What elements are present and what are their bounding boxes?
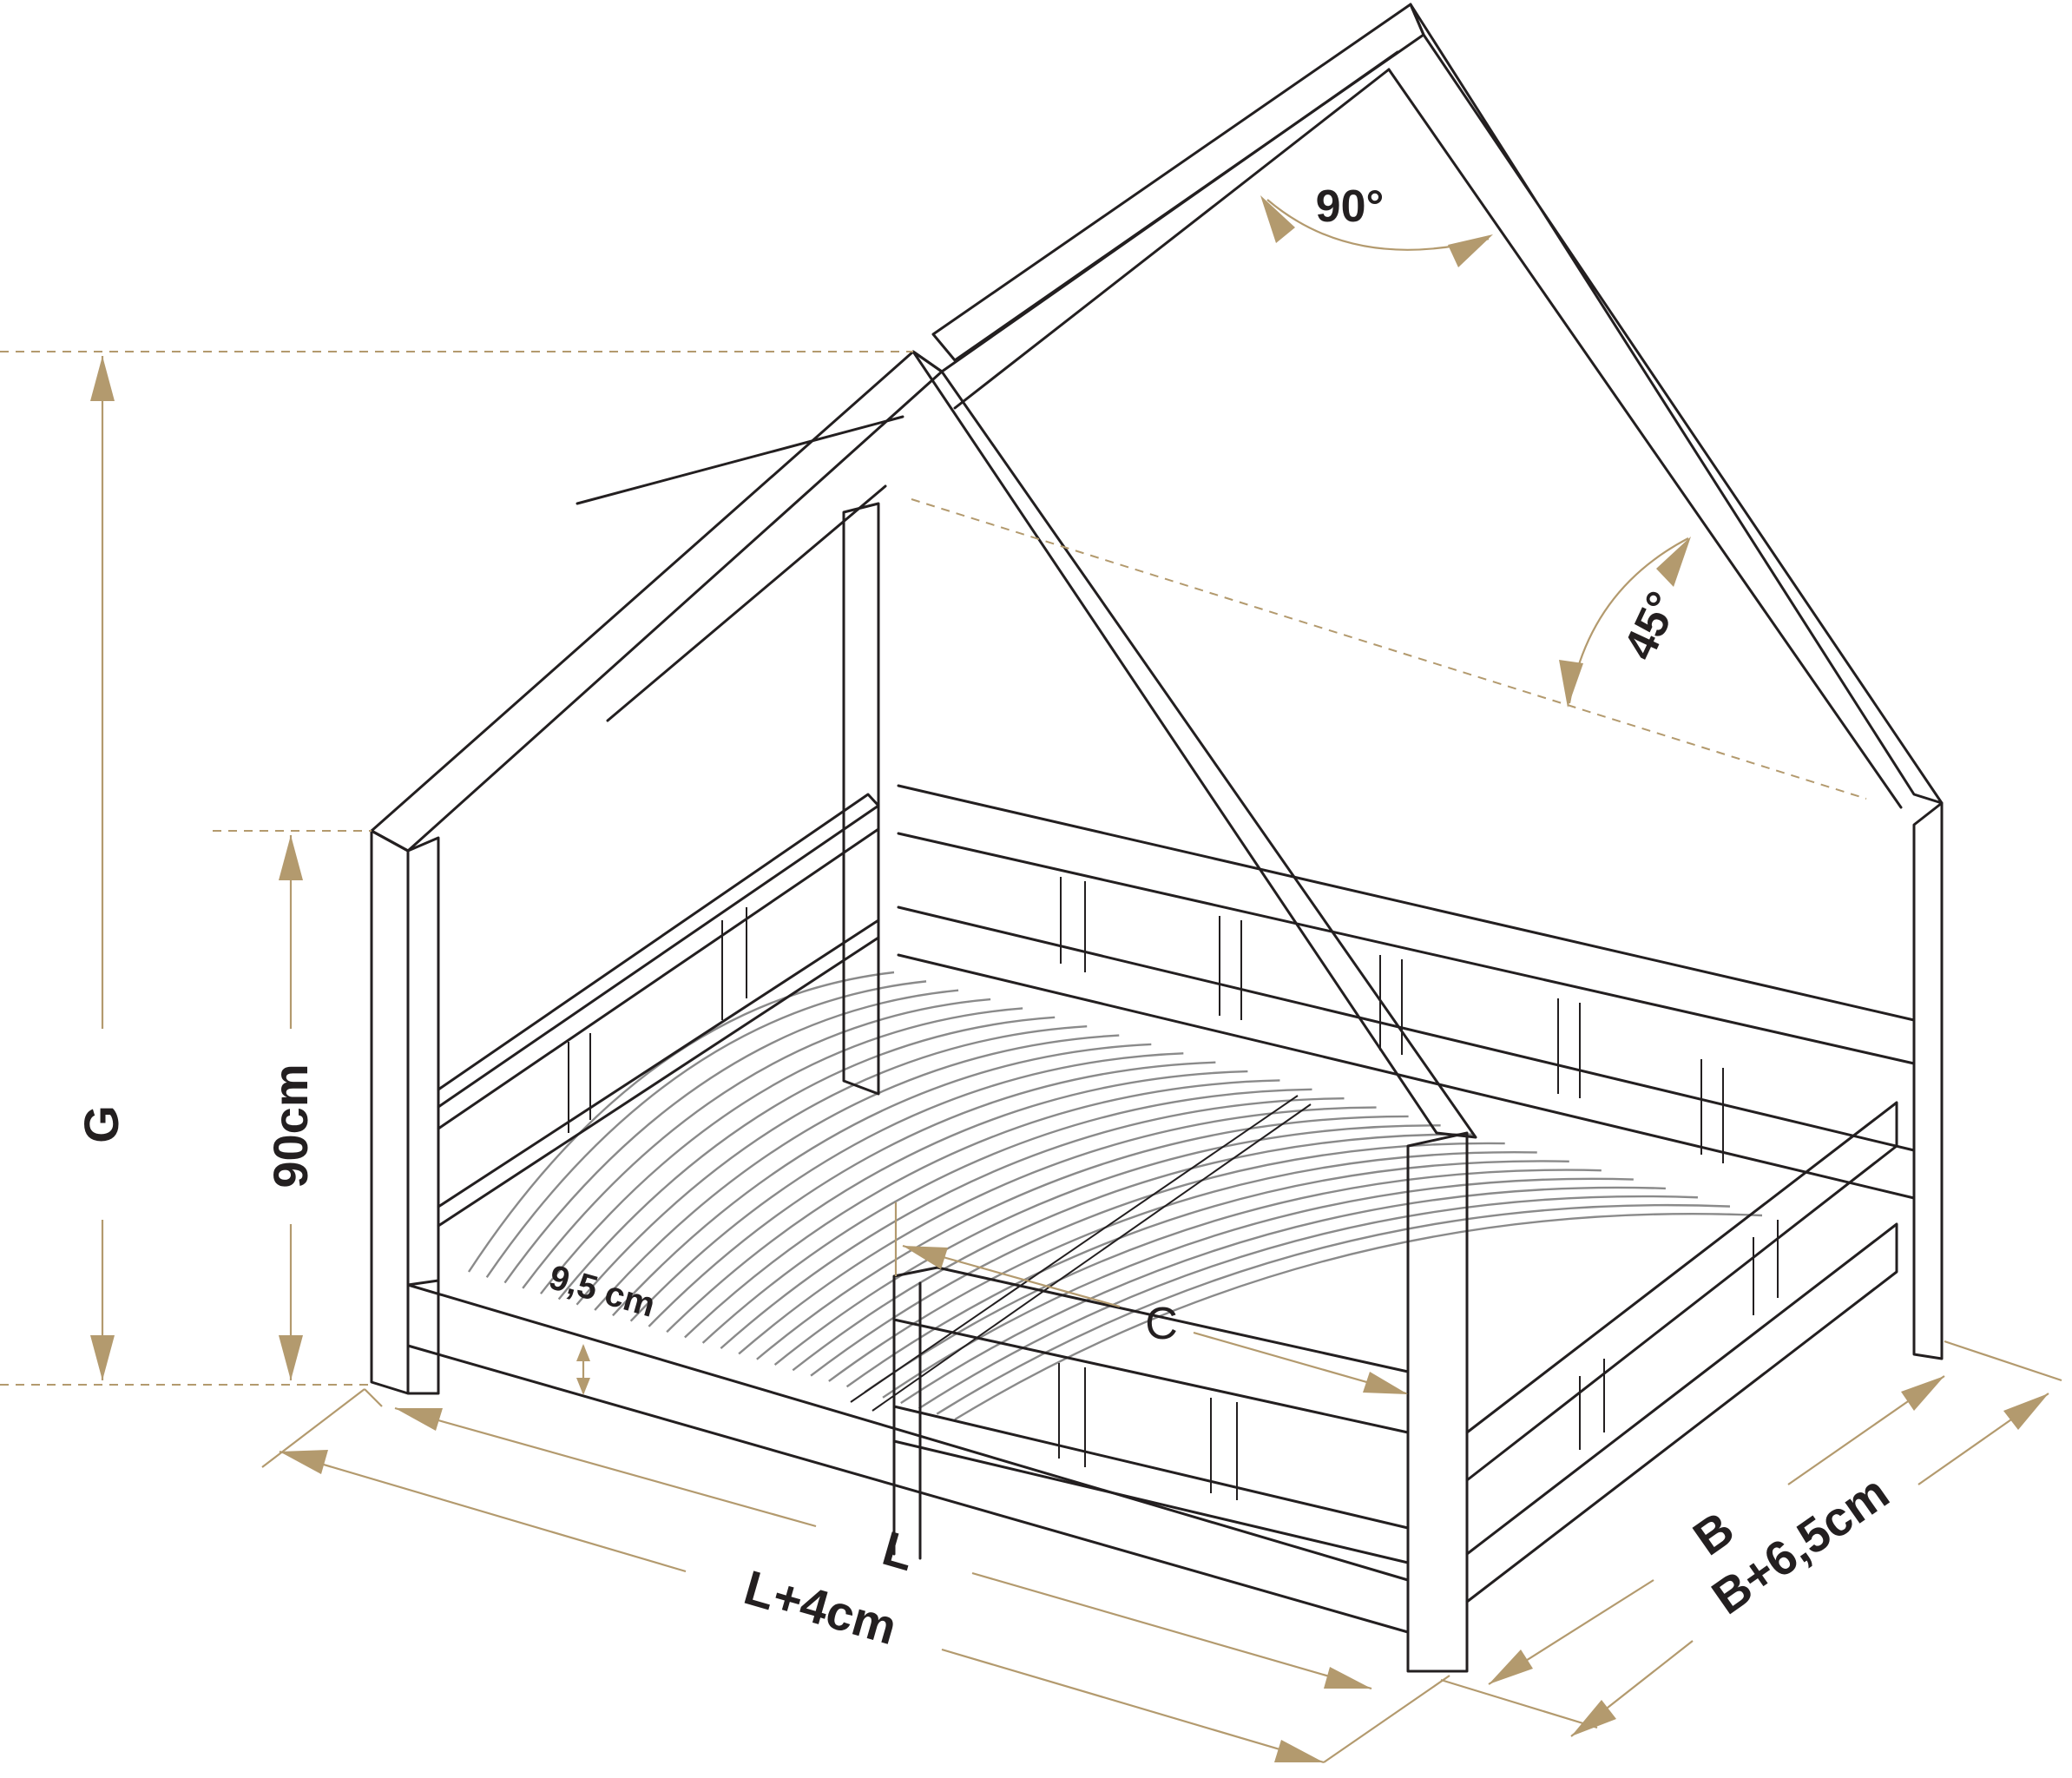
front-bottom-rail	[406, 1279, 1410, 1634]
label-center: C	[1145, 1299, 1178, 1349]
label-width: B	[1683, 1501, 1743, 1566]
slat	[720, 1096, 1345, 1350]
slatted-base	[467, 971, 1763, 1421]
label-angle-45: 45°	[1615, 584, 1689, 668]
bed-frame	[370, 3, 1944, 1673]
front-gable-right-rafter	[911, 350, 1477, 1139]
arrow-width6-right	[2003, 1393, 2049, 1430]
right-end-top-rail	[1465, 1101, 1898, 1603]
length-line-a	[394, 1406, 817, 1528]
slat	[522, 998, 991, 1289]
label-height-g: G	[74, 1105, 128, 1143]
arrow-slat-down	[576, 1378, 590, 1395]
slat	[954, 1213, 1763, 1421]
slat	[864, 1169, 1602, 1393]
length-line-b	[971, 1571, 1372, 1690]
dimensions	[90, 195, 2062, 1764]
roof-base-line	[911, 498, 1867, 800]
arrow-slat-up	[576, 1344, 590, 1361]
back-rail-posts	[1060, 877, 1724, 1163]
arrow-length4-right	[1274, 1740, 1324, 1762]
arrow-length4-left	[280, 1450, 328, 1474]
arrow-center-right	[1363, 1372, 1408, 1394]
reference-lines	[0, 351, 1867, 1386]
arrow-width6-left	[1571, 1700, 1616, 1736]
length-ext-left	[364, 1388, 383, 1407]
slat	[594, 1034, 1120, 1311]
slat	[738, 1106, 1377, 1355]
arrow-length-left	[395, 1408, 443, 1431]
arrow-down-g	[90, 1335, 115, 1380]
front-left-post	[370, 829, 440, 1395]
slat	[701, 1088, 1312, 1344]
slat	[629, 1052, 1184, 1322]
arrow-up-90	[279, 835, 303, 880]
center-support-beam	[850, 1095, 1312, 1412]
left-side-posts	[568, 907, 747, 1133]
back-gable-right-rafter	[1409, 3, 1944, 805]
left-side-top-rail	[437, 793, 880, 1130]
length4-ext-left	[261, 1388, 365, 1468]
front-gable-left-rafter	[370, 350, 944, 853]
slat	[810, 1142, 1505, 1377]
slat	[936, 1203, 1731, 1415]
back-top-rail	[897, 784, 1916, 1200]
arrow-center-left	[903, 1246, 948, 1269]
arrow-width-left	[1489, 1650, 1533, 1684]
arrow-length-right	[1324, 1667, 1371, 1689]
rear-left-post	[842, 502, 880, 1096]
slat	[576, 1025, 1088, 1306]
slat	[792, 1133, 1473, 1372]
length4-ext-right	[1323, 1675, 1450, 1763]
right-end-posts	[1579, 1220, 1779, 1450]
width6-ext	[1440, 1678, 1598, 1729]
slat	[648, 1061, 1216, 1327]
length4-line-b	[941, 1648, 1325, 1764]
slat	[540, 1007, 1023, 1294]
ridge-edge	[576, 415, 904, 722]
slat	[845, 1160, 1569, 1388]
slat	[485, 980, 927, 1278]
length4-line-a	[279, 1450, 687, 1573]
arrow-down-90	[279, 1335, 303, 1380]
label-length: L	[877, 1520, 920, 1581]
slat	[900, 1186, 1666, 1405]
slat	[684, 1079, 1280, 1339]
label-height-90: 90cm	[263, 1064, 318, 1188]
front-guard-posts	[1058, 1363, 1238, 1500]
arrow-90-left	[1260, 195, 1295, 243]
back-right-post	[1912, 801, 1944, 1360]
left-side-mid-rail	[437, 919, 880, 1228]
slat	[756, 1115, 1409, 1360]
front-guard-rail	[892, 1266, 1410, 1564]
slat	[773, 1124, 1441, 1366]
arrow-width-right	[1901, 1376, 1944, 1411]
arrow-45-top	[1656, 537, 1691, 587]
arrow-up-g	[90, 356, 115, 401]
slat	[882, 1177, 1634, 1399]
label-angle-90: 90°	[1316, 181, 1385, 232]
slat	[918, 1195, 1698, 1410]
back-gable-inner-right	[1387, 68, 1903, 809]
label-length-ext: L+4cm	[739, 1559, 903, 1655]
slat	[503, 989, 959, 1284]
arrow-90-right	[1448, 234, 1493, 267]
arrow-45-bottom	[1559, 660, 1583, 708]
width6-ext-right	[1944, 1340, 2062, 1382]
slat	[557, 1016, 1056, 1301]
ridge-beam	[940, 50, 1399, 410]
slat	[612, 1043, 1152, 1317]
slat	[666, 1070, 1248, 1334]
label-slat-height: 9,5 cm	[545, 1258, 660, 1325]
front-right-post	[1406, 1131, 1469, 1673]
